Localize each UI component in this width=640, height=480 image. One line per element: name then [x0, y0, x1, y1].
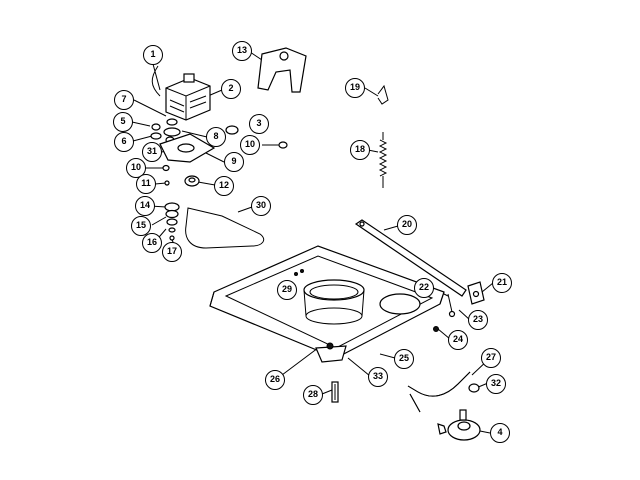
callout-20: 20 [397, 215, 417, 235]
callout-14: 14 [135, 196, 155, 216]
callout-3: 3 [249, 114, 269, 134]
belt-part-30 [185, 207, 265, 249]
callout-29: 29 [277, 280, 297, 300]
callout-13: 13 [232, 41, 252, 61]
callout-26: 26 [265, 370, 285, 390]
bracket-part-13 [257, 47, 307, 93]
motor-part-2 [165, 73, 211, 121]
callout-15: 15 [131, 216, 151, 236]
plug-part-33 [315, 342, 347, 363]
hose-part-1 [151, 65, 161, 97]
callout-24: 24 [448, 330, 468, 350]
fasteners-left [150, 118, 181, 144]
callout-21: 21 [492, 273, 512, 293]
callout-10-right: 10 [240, 135, 260, 155]
callout-6: 6 [114, 132, 134, 152]
callout-11: 11 [136, 174, 156, 194]
callout-5: 5 [113, 112, 133, 132]
nut-part-12 [184, 175, 200, 187]
pulley-stack [164, 202, 180, 241]
callout-18: 18 [350, 140, 370, 160]
callout-1: 1 [143, 45, 163, 65]
callout-7: 7 [114, 90, 134, 110]
callout-16: 16 [142, 233, 162, 253]
bolt-part-22 [447, 293, 456, 318]
strap-part-20 [354, 219, 467, 297]
callout-22: 22 [414, 278, 434, 298]
callout-32: 32 [486, 374, 506, 394]
callout-33: 33 [368, 367, 388, 387]
callout-17: 17 [162, 242, 182, 262]
bolt-part-10 [262, 141, 288, 149]
callout-2: 2 [221, 79, 241, 99]
bracket-part-21 [467, 281, 485, 305]
callout-25: 25 [394, 349, 414, 369]
washer-part-10 [162, 164, 170, 172]
base-cutout [379, 293, 421, 315]
callout-31: 31 [142, 142, 162, 162]
plate-part-9 [159, 133, 216, 163]
clamp-part-32 [468, 383, 480, 393]
hose-part-27 [407, 371, 471, 413]
pump-part-4 [437, 409, 481, 441]
tub-opening-part-29 [303, 279, 365, 325]
spring-part-18 [378, 132, 388, 188]
callout-10-left: 10 [126, 158, 146, 178]
clip-part-19 [377, 84, 389, 105]
callout-4: 4 [490, 423, 510, 443]
pin-part-11 [164, 180, 170, 186]
callout-27: 27 [481, 348, 501, 368]
callout-28: 28 [303, 385, 323, 405]
base-part-25 [209, 245, 445, 359]
bolt-part-28 [331, 381, 339, 403]
screw-part-24 [433, 326, 439, 332]
callout-12: 12 [214, 176, 234, 196]
callout-30: 30 [251, 196, 271, 216]
callout-23: 23 [468, 310, 488, 330]
callout-19: 19 [345, 78, 365, 98]
callout-9: 9 [224, 152, 244, 172]
nut-part-3 [225, 125, 239, 135]
callout-8: 8 [206, 127, 226, 147]
